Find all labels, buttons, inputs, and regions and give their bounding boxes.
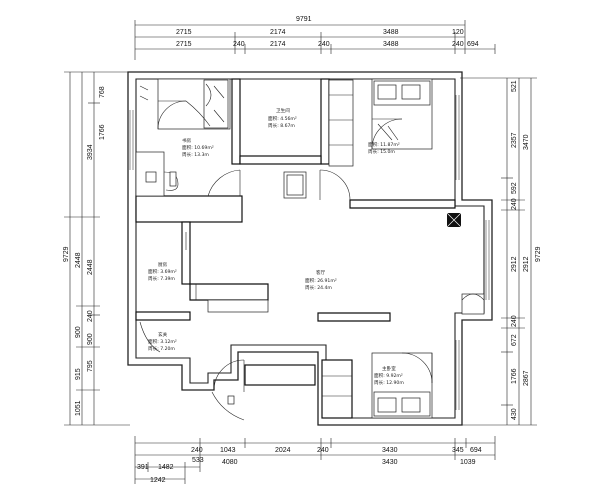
inner-wall-outline <box>135 78 485 419</box>
dim-bot2-3: 1039 <box>460 459 476 466</box>
living-perimeter: 周长: 24.4m <box>305 284 332 291</box>
dim-left-in-6: 795 <box>87 360 94 372</box>
dim-bot-total: 1242 <box>150 477 166 484</box>
right-dimension-lines <box>460 77 537 426</box>
dim-top2-3: 2174 <box>270 41 286 48</box>
living-area: 面积: 26.91m² <box>305 277 337 284</box>
dim-left-3: 900 <box>75 326 82 338</box>
bathroom-area: 面积: 4.56m² <box>268 115 297 122</box>
dim-left-1: 3934 <box>87 144 94 160</box>
dim-right-7: 672 <box>511 334 518 346</box>
dim-left-in-2: 1766 <box>99 124 106 140</box>
room-bedroom-ne: 面积: 11.87m² 周长: 15.0m <box>368 141 400 155</box>
living-name: 客厅 <box>316 269 326 276</box>
living-furniture <box>283 171 485 315</box>
bathroom-name: 卫生间 <box>276 107 290 114</box>
left-dimension-labels: 3934 2448 9729 900 915 1051 768 1766 244… <box>63 86 106 416</box>
dim-right-3: 592 <box>511 182 518 194</box>
dim-top2-1: 2715 <box>176 41 192 48</box>
dim-top-2: 2174 <box>270 29 286 36</box>
kitchen-area: 面积: 3.69m² <box>148 268 177 275</box>
dim-bot3-1: 391 <box>137 464 149 471</box>
dim-top-1: 2715 <box>176 29 192 36</box>
dim-right-4: 240 <box>511 198 518 210</box>
entry-perimeter: 周长: 7.20m <box>148 345 175 352</box>
dim-bot-1: 240 <box>191 447 203 454</box>
master-perimeter: 周长: 12.90m <box>374 379 404 386</box>
bedroom-ne-furniture <box>319 78 433 201</box>
dim-bot-6: 345 <box>452 447 464 454</box>
kitchen-perimeter: 周长: 7.39m <box>148 275 175 282</box>
dim-right-o-1: 3470 <box>523 134 530 150</box>
dim-top2-5: 3488 <box>383 41 399 48</box>
room-study: 书房 面积: 10.69m² 周长: 13.3m <box>182 137 214 158</box>
dim-bot3-3: 533 <box>192 457 204 464</box>
top-dimension-lines <box>134 20 496 60</box>
dim-right-o-3: 2867 <box>523 370 530 386</box>
dim-top-3: 3488 <box>383 29 399 36</box>
dim-bot-5: 3430 <box>382 447 398 454</box>
dim-bot2-2: 3430 <box>382 459 398 466</box>
outer-wall <box>127 71 493 426</box>
study-perimeter: 周长: 13.3m <box>182 151 209 158</box>
bottom-dimension-lines <box>134 436 496 484</box>
room-entry: 玄关 面积: 3.12m² 周长: 7.20m <box>148 331 177 352</box>
entry-furniture <box>139 321 245 421</box>
interior-walls <box>135 78 456 419</box>
dim-bot-7: 694 <box>470 447 482 454</box>
dim-bot-2: 1043 <box>220 447 236 454</box>
dim-top-4: 120 <box>452 29 464 36</box>
dim-right-2: 2357 <box>511 132 518 148</box>
dim-right-5: 2912 <box>511 256 518 272</box>
dim-left-in-3: 2448 <box>87 259 94 275</box>
room-kitchen: 厨房 面积: 3.69m² 周长: 7.39m <box>148 261 177 282</box>
dim-left-in-4: 240 <box>87 310 94 322</box>
dim-left-2: 2448 <box>75 252 82 268</box>
dim-right-8: 1766 <box>511 368 518 384</box>
room-master: 主卧室 面积: 9.92m² 周长: 12.90m <box>374 365 404 386</box>
kitchen-name: 厨房 <box>158 261 168 268</box>
dim-right-6: 240 <box>511 315 518 327</box>
dim-right-o-2: 2912 <box>523 256 530 272</box>
dim-bot2-1: 4080 <box>222 459 238 466</box>
dim-top-total: 9791 <box>296 16 312 23</box>
bedroom-ne-area: 面积: 11.87m² <box>368 141 400 148</box>
study-furniture <box>135 78 241 197</box>
dim-left-4: 915 <box>75 368 82 380</box>
dim-top2-6: 240 <box>452 41 464 48</box>
study-name: 书房 <box>182 137 192 144</box>
dim-bot-4: 240 <box>317 447 329 454</box>
dim-top2-7: 694 <box>467 41 479 48</box>
dim-right-1: 521 <box>511 80 518 92</box>
study-area: 面积: 10.69m² <box>182 144 214 151</box>
dim-top2-4: 240 <box>318 41 330 48</box>
entry-area: 面积: 3.12m² <box>148 338 177 345</box>
dim-bot3-2: 1482 <box>158 464 174 471</box>
dim-left-5: 1051 <box>75 400 82 416</box>
master-area: 面积: 9.92m² <box>374 372 403 379</box>
bathroom-perimeter: 周长: 8.67m <box>268 122 295 129</box>
room-bathroom: 卫生间 面积: 4.56m² 周长: 8.67m <box>268 107 297 129</box>
dim-left-in-1: 768 <box>99 86 106 98</box>
master-furniture <box>322 352 433 419</box>
right-dimension-labels: 521 2357 592 240 2912 240 672 1766 430 3… <box>511 80 542 420</box>
left-dimension-lines <box>64 71 130 426</box>
bedroom-ne-perimeter: 周长: 15.0m <box>368 148 395 155</box>
master-name: 主卧室 <box>382 365 396 372</box>
dim-top2-2: 240 <box>233 41 245 48</box>
dim-bot-3: 2024 <box>275 447 291 454</box>
windows <box>129 95 490 410</box>
dim-left-total: 9729 <box>63 246 70 262</box>
kitchen-furniture <box>185 232 269 313</box>
dim-right-9: 430 <box>511 408 518 420</box>
dim-left-in-5: 900 <box>87 333 94 345</box>
room-living: 客厅 面积: 26.91m² 周长: 24.4m <box>305 269 337 291</box>
dim-right-total: 9729 <box>535 246 542 262</box>
entry-name: 玄关 <box>158 331 168 338</box>
